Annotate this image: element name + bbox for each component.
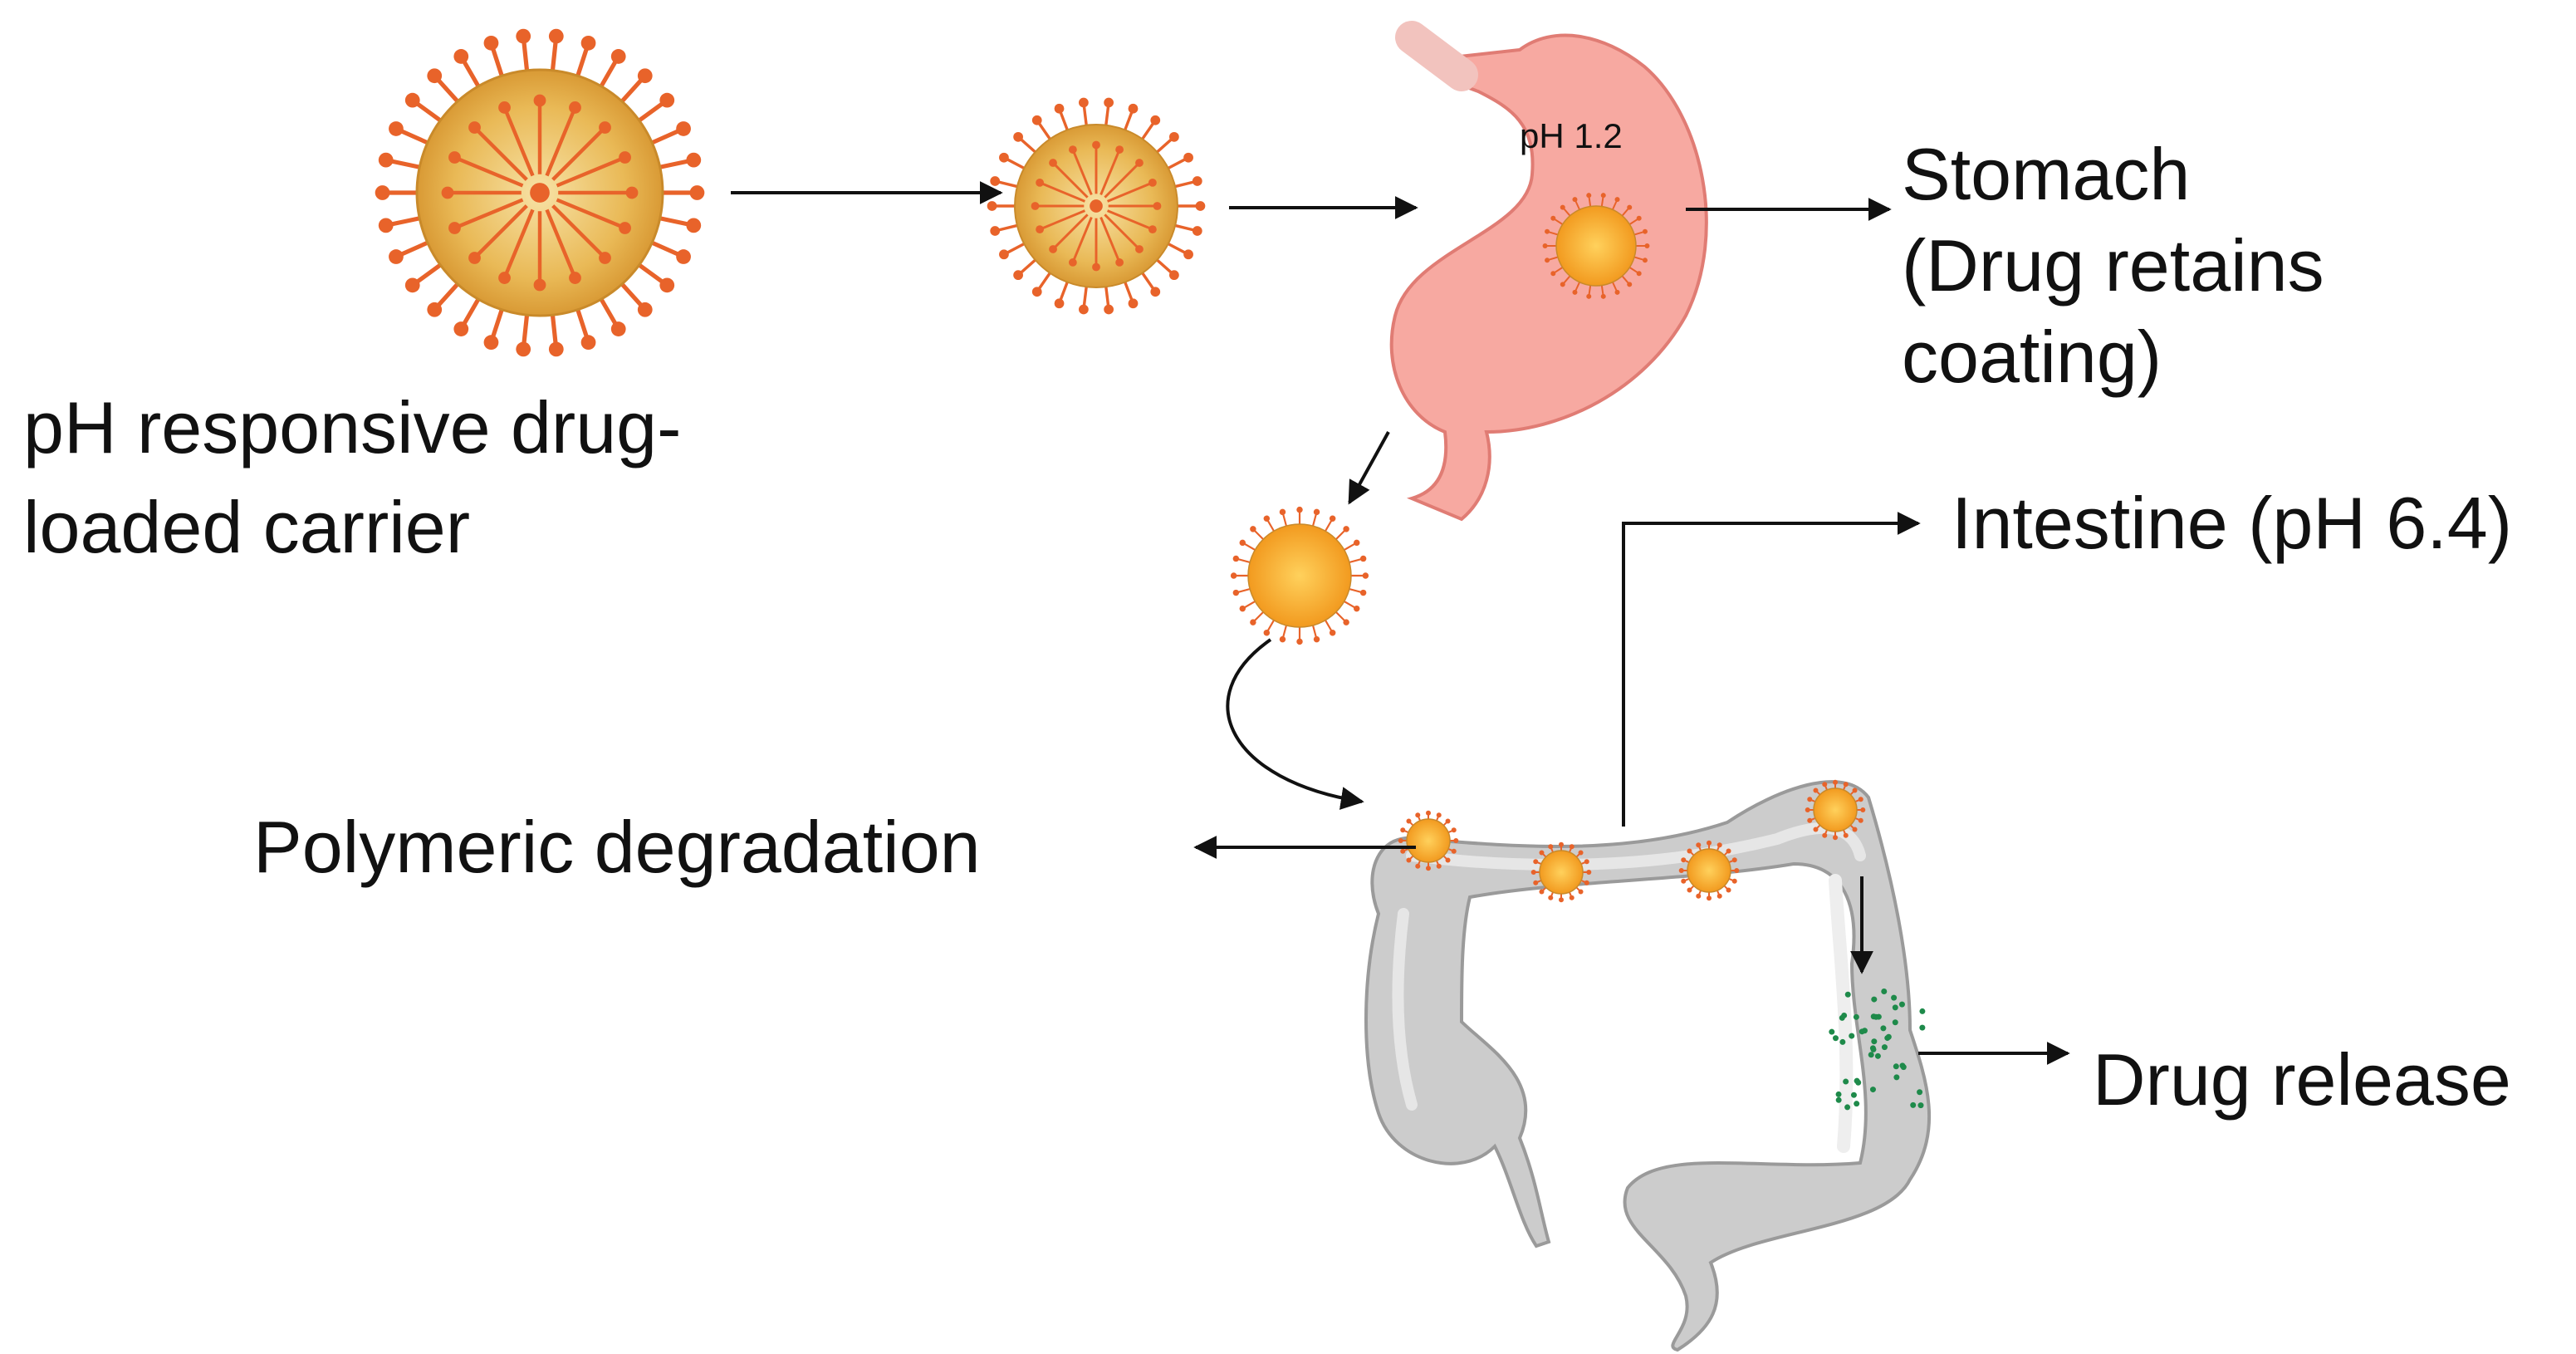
- arrows: [731, 181, 2070, 1065]
- carrier-particle-colon-icon: [1398, 810, 1459, 871]
- carrier-particle-in-stomach-icon: [1542, 193, 1650, 299]
- large-intestine-icon: [1364, 780, 1932, 1352]
- degradation-label: Polymeric degradation: [253, 806, 981, 888]
- carrier-particle-colon-icon: [1805, 779, 1866, 841]
- stomach-label-line3: coating): [1902, 316, 2162, 398]
- carrier-label-line1: pH responsive drug-: [23, 386, 681, 469]
- stomach-label-line1: Stomach: [1902, 133, 2190, 215]
- arrow-stomach-to-particle: [1348, 431, 1390, 505]
- carrier-particle-colon-icon: [1530, 841, 1592, 903]
- stomach-label-line2: (Drug retains: [1902, 224, 2324, 307]
- carrier-particle-medium-icon: [987, 97, 1206, 315]
- carrier-particle-large-icon: [375, 28, 705, 357]
- stomach-icon: [1389, 21, 1708, 522]
- carrier-particle-colon-icon: [1678, 840, 1740, 901]
- arrow-colon-to-intestine-label: [1622, 512, 1921, 827]
- stomach-ph-label: pH 1.2: [1520, 116, 1623, 155]
- intestine-label: Intestine (pH 6.4): [1952, 482, 2512, 564]
- carrier-label-line2: loaded carrier: [23, 486, 470, 568]
- arrow-particle-to-colon: [1226, 638, 1364, 810]
- release-label: Drug release: [2093, 1038, 2511, 1121]
- carrier-particle-icon: [1230, 506, 1369, 645]
- released-drug-dots-icon: [1829, 988, 1926, 1111]
